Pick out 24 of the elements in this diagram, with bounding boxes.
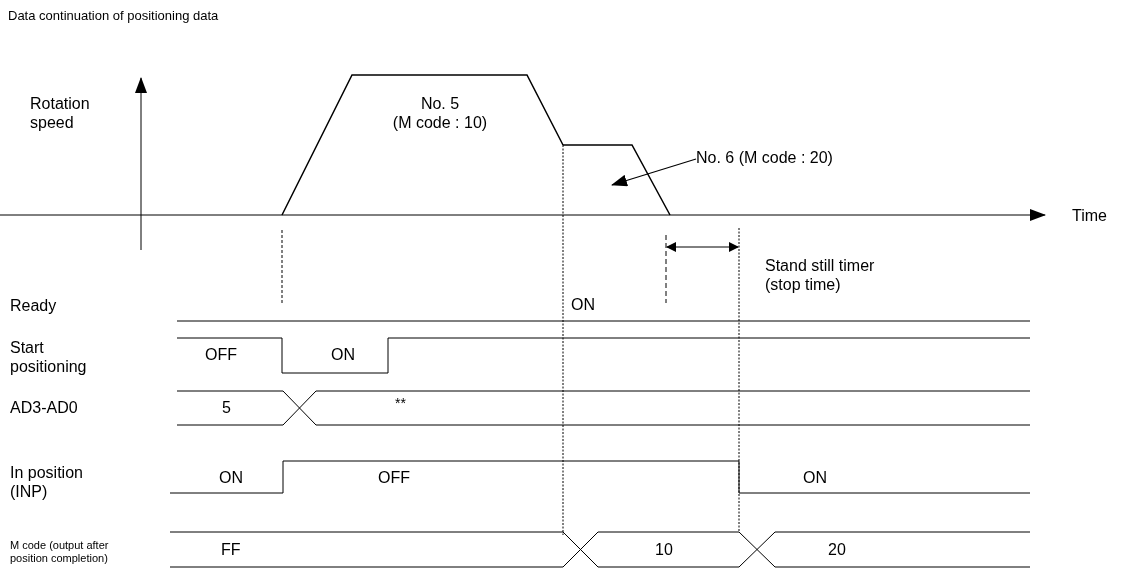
state-label: OFF bbox=[378, 468, 410, 488]
signal-name: AD3-AD0 bbox=[10, 398, 78, 418]
callout-text: No. 6 (M code : 20) bbox=[696, 148, 833, 168]
signal-name: In position (INP) bbox=[10, 462, 84, 502]
axis-label: Rotation speed bbox=[30, 93, 91, 133]
speed-profile-segment bbox=[562, 144, 671, 216]
timer-label: Stand still timer (stop time) bbox=[765, 255, 876, 295]
bus-value: ** bbox=[395, 394, 406, 412]
signal-name: M code (output after position completion) bbox=[10, 538, 110, 566]
state-label: ON bbox=[331, 345, 355, 365]
bus-value: FF bbox=[221, 540, 241, 560]
state-label: OFF bbox=[205, 345, 237, 365]
axis-label: Time bbox=[1072, 206, 1107, 226]
leader-arrow bbox=[611, 158, 697, 187]
bus-value: 20 bbox=[828, 540, 846, 560]
diagram-title: Data continuation of positioning data bbox=[8, 8, 219, 24]
bus-value: 10 bbox=[655, 540, 673, 560]
signal-name: Start positioning bbox=[10, 337, 88, 377]
segment-label: No. 5 (M code : 10) bbox=[391, 93, 489, 133]
state-label: ON bbox=[219, 468, 243, 488]
signal-name: Ready bbox=[10, 296, 57, 316]
state-label: ON bbox=[571, 295, 595, 315]
state-label: ON bbox=[803, 468, 827, 488]
bus-value: 5 bbox=[222, 398, 231, 418]
